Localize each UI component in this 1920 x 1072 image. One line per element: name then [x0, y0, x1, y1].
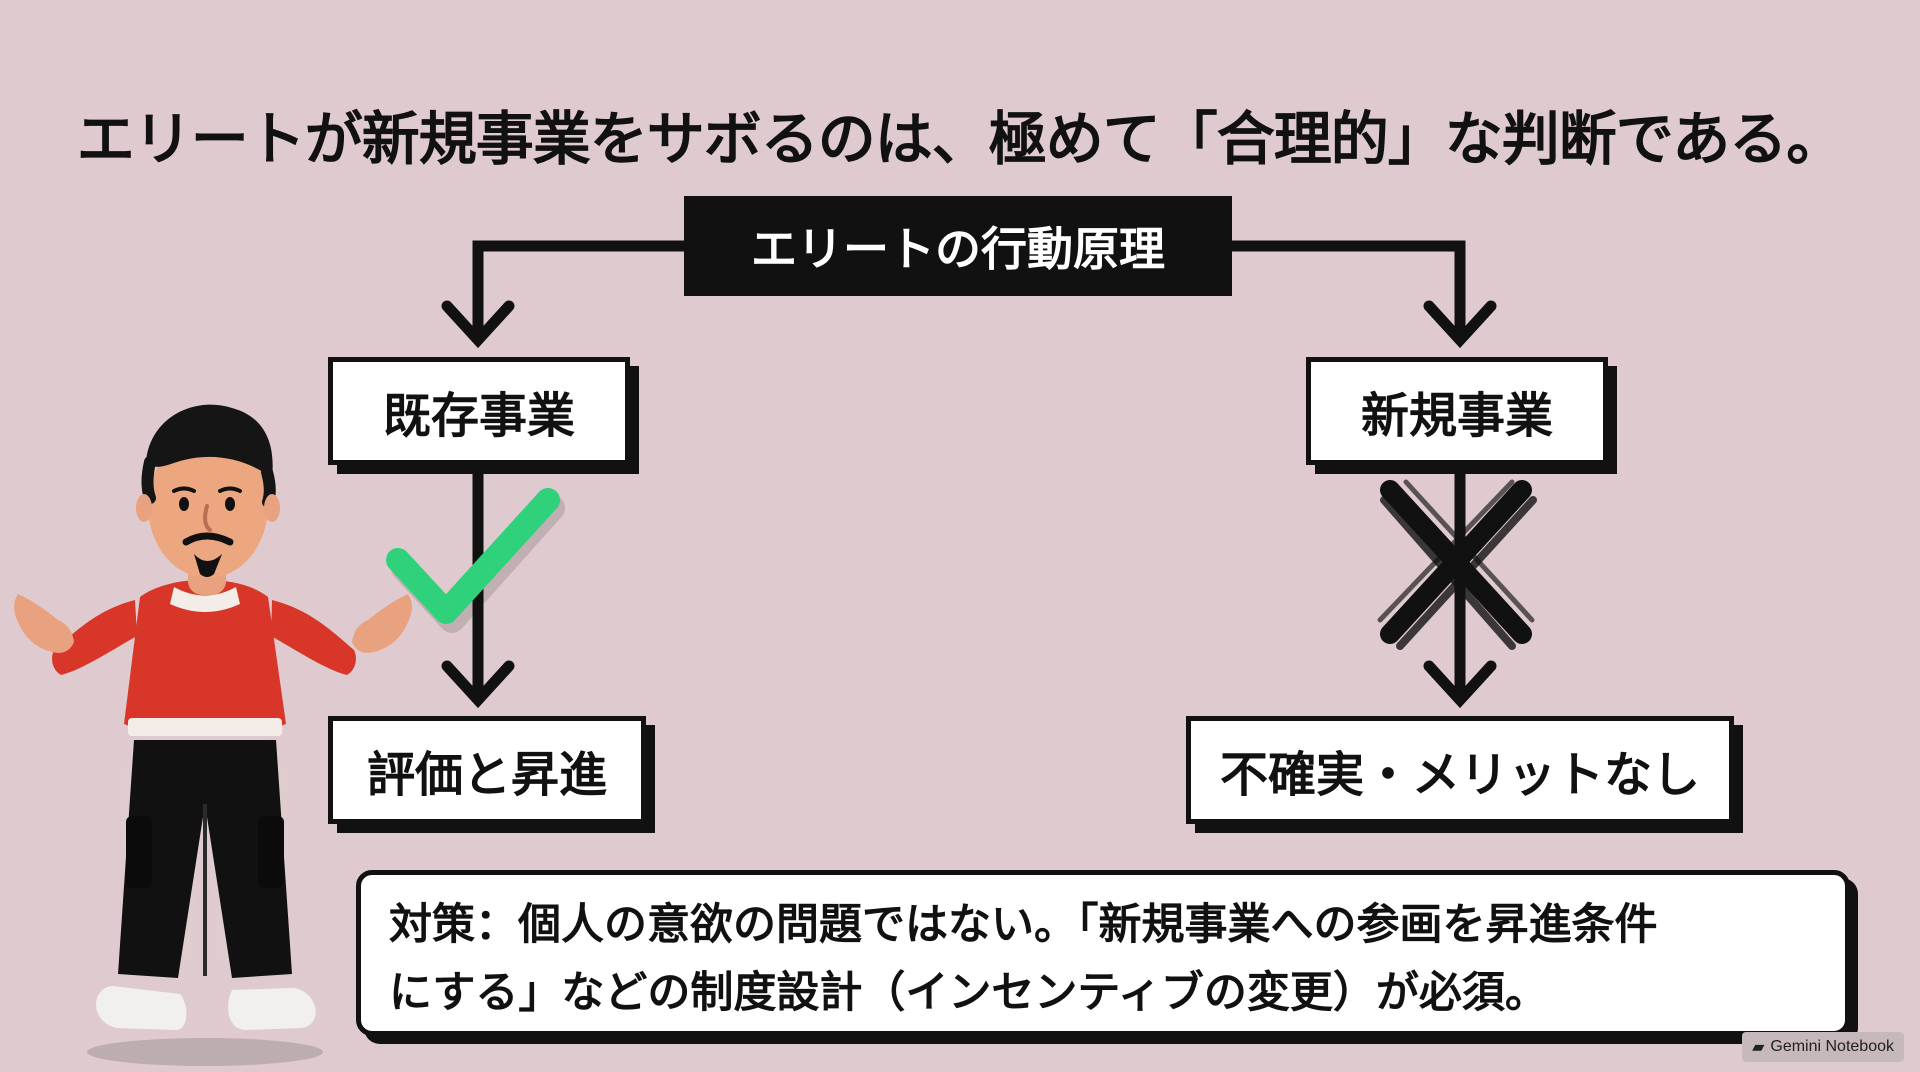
notebook-icon: ▰ — [1752, 1039, 1765, 1056]
slide-title: エリートが新規事業をサボるのは、極めて「合理的」な判断である。 — [76, 105, 1844, 173]
left-sleeve — [52, 600, 137, 675]
arrow-to-new — [1226, 240, 1466, 336]
principle-label: エリートの行動原理 — [684, 196, 1232, 296]
arrowhead-new — [1423, 300, 1497, 349]
arrow-to-existing — [472, 240, 690, 336]
red-sweater — [124, 579, 286, 736]
black-pants — [118, 740, 292, 978]
shrugging-person-illustration — [14, 404, 412, 1066]
uncertain-no-merit-box: 不確実・メリットなし — [1186, 716, 1734, 824]
hair — [146, 404, 273, 478]
existing-business-box: 既存事業 — [328, 357, 630, 465]
arrowhead-existing — [441, 300, 515, 349]
gemini-notebook-watermark: ▰ Gemini Notebook — [1742, 1032, 1904, 1062]
right-hand — [352, 594, 412, 653]
left-sneaker — [96, 986, 187, 1030]
left-hand — [14, 594, 74, 653]
right-sneaker — [228, 988, 316, 1030]
new-business-box: 新規事業 — [1306, 357, 1608, 465]
solution-callout: 対策：個人の意欲の問題ではない。「新規事業への参画を昇進条件 にする」などの制度… — [356, 870, 1850, 1036]
evaluation-promotion-box: 評価と昇進 — [328, 716, 646, 824]
watermark-text: Gemini Notebook — [1770, 1038, 1894, 1055]
solution-line-1: 対策：個人の意欲の問題ではない。「新規事業への参画を昇進条件 — [389, 900, 1658, 950]
arrowhead-evaluation — [441, 660, 515, 709]
cross-icon — [1377, 479, 1537, 650]
solution-line-2: にする」などの制度設計（インセンティブの変更）が必須。 — [389, 968, 1548, 1018]
arrowhead-uncertain — [1423, 660, 1497, 709]
right-sleeve — [271, 600, 356, 675]
